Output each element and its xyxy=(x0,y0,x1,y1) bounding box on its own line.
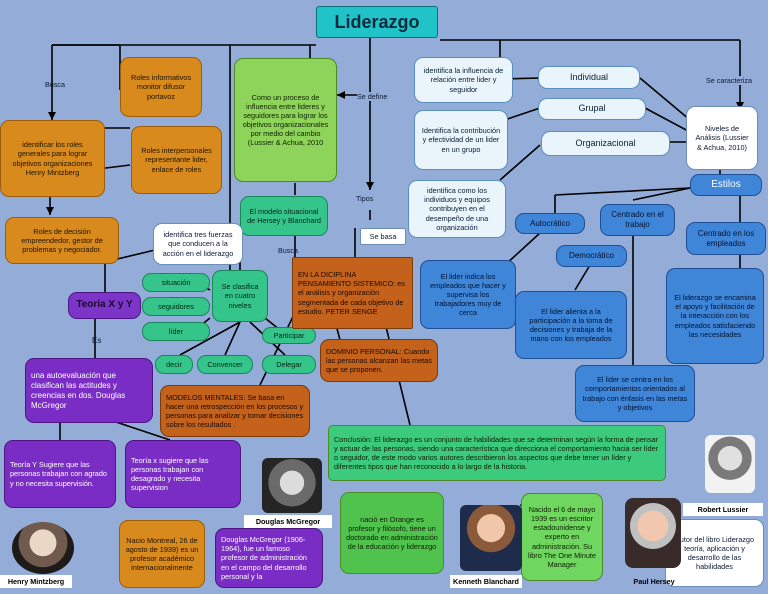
style-democratico: Democrático xyxy=(556,245,627,267)
style-centrado-trabajo: Centrado en el trabajo xyxy=(600,204,675,236)
bio-mcgregor: Douglas McGregor (1906-1964), fue un fam… xyxy=(215,528,323,588)
node-teoria-y: Teoría Y Sugiere que las personas trabaj… xyxy=(4,440,116,508)
level-delegar: Delegar xyxy=(262,355,316,374)
caption-blanchard: Kenneth Blanchard xyxy=(450,575,522,588)
level-decir: decir xyxy=(155,355,193,374)
photo-mintzberg xyxy=(12,522,74,574)
force-seguidores: seguidores xyxy=(142,297,210,316)
node-identifica-fuerzas: identifica tres fuerzas que conducen a l… xyxy=(153,223,243,265)
caption-mcgregor: Douglas McGregor xyxy=(244,515,332,528)
node-dominio-personal: DOMINIO PERSONAL: Cuando las personas al… xyxy=(320,339,438,382)
label-tipos: Tipos xyxy=(356,194,374,203)
caption-mintzberg: Henry Mintzberg xyxy=(0,575,72,588)
photo-mcgregor xyxy=(262,458,322,513)
level-participar: Participar xyxy=(262,327,316,344)
photo-lussier xyxy=(705,435,755,493)
node-conclusion: Conclusión: El liderazgo es un conjunto … xyxy=(328,425,666,481)
node-autoevaluacion: una autoevaluación que clasifican las ac… xyxy=(25,358,153,423)
label-busca-2: Busca xyxy=(278,246,298,255)
photo-hersey xyxy=(625,498,681,568)
label-se-caracteriza: Se caracteriza xyxy=(706,76,752,85)
node-modelos-mentales: MODELOS MENTALES: Se basa en hacer una r… xyxy=(160,385,310,437)
node-modelo-situacional: El modelo situacional de Hersey y Blanch… xyxy=(240,196,328,236)
force-lider: líder xyxy=(142,322,210,341)
bio-mintzberg: Nacio Montreal, 26 de agosto de 1939) es… xyxy=(119,520,205,588)
bio-hersey: Nacido el 6 de mayo 1939 es un escritor … xyxy=(521,493,603,581)
node-estilos: Estilos xyxy=(690,174,762,196)
node-roles-informativos: Roles informativos monitor difusor porta… xyxy=(120,57,202,117)
level-grupal: Grupal xyxy=(538,98,646,120)
force-situacion: situación xyxy=(142,273,210,292)
node-se-basa: Se basa xyxy=(360,228,406,245)
node-definicion-proceso: Como un proceso de influencia entre lide… xyxy=(234,58,337,182)
node-identifica-influencia: identifica la influencia de relación ent… xyxy=(414,57,513,103)
level-organizacional: Organizacional xyxy=(541,131,670,156)
node-roles-decision: Roles de decisión empreendedor, gestor d… xyxy=(5,217,119,264)
node-se-clasifica: Se clasifica en cuatro niveles xyxy=(212,270,268,322)
node-identifica-contribucion: Identifica la contribución y efectividad… xyxy=(414,110,508,170)
page-title: Liderazgo xyxy=(316,6,438,38)
label-es: Es xyxy=(92,336,102,345)
caption-lussier: Robert Lussier xyxy=(683,503,763,516)
node-lider-alienta: El lider alienta a la participación a la… xyxy=(515,291,627,359)
style-centrado-empleados: Centrado en los empleados xyxy=(686,222,766,255)
label-se-define: Se define xyxy=(357,92,388,101)
caption-hersey: Paul Hersey xyxy=(633,577,675,586)
node-teoria-xy: Teoría X y Y xyxy=(68,292,141,319)
node-lider-centra: El lider se centra en los comportamiento… xyxy=(575,365,695,422)
node-roles-interpersonales: Roles interpersonales representante lide… xyxy=(131,126,222,194)
bio-blanchard: nació en Orange es profesor y filósofo, … xyxy=(340,492,444,574)
node-lider-encamina: El liderazgo se encamina el apoyo y faci… xyxy=(666,268,764,364)
photo-blanchard xyxy=(460,505,522,571)
level-convencer: Convencer xyxy=(197,355,253,374)
node-lider-indica: El lider indica los empleados que hacer … xyxy=(420,260,516,329)
style-autocratico: Autocrático xyxy=(515,213,585,234)
node-identifica-como: identifica como los individuos y equipos… xyxy=(408,180,506,238)
node-teoria-x: Teoría x sugiere que las personas trabaj… xyxy=(125,440,241,508)
node-pensamiento-sistemico: EN LA DICIPLINA PENSAMIENTO SISTEMICO: e… xyxy=(292,257,413,329)
node-niveles-analisis: Niveles de Análisis (Lussier & Achua, 20… xyxy=(686,106,758,170)
node-identificar-roles: identificar los roles generales para log… xyxy=(0,120,105,197)
level-individual: Individual xyxy=(538,66,640,89)
label-busca: Busca xyxy=(45,80,65,89)
